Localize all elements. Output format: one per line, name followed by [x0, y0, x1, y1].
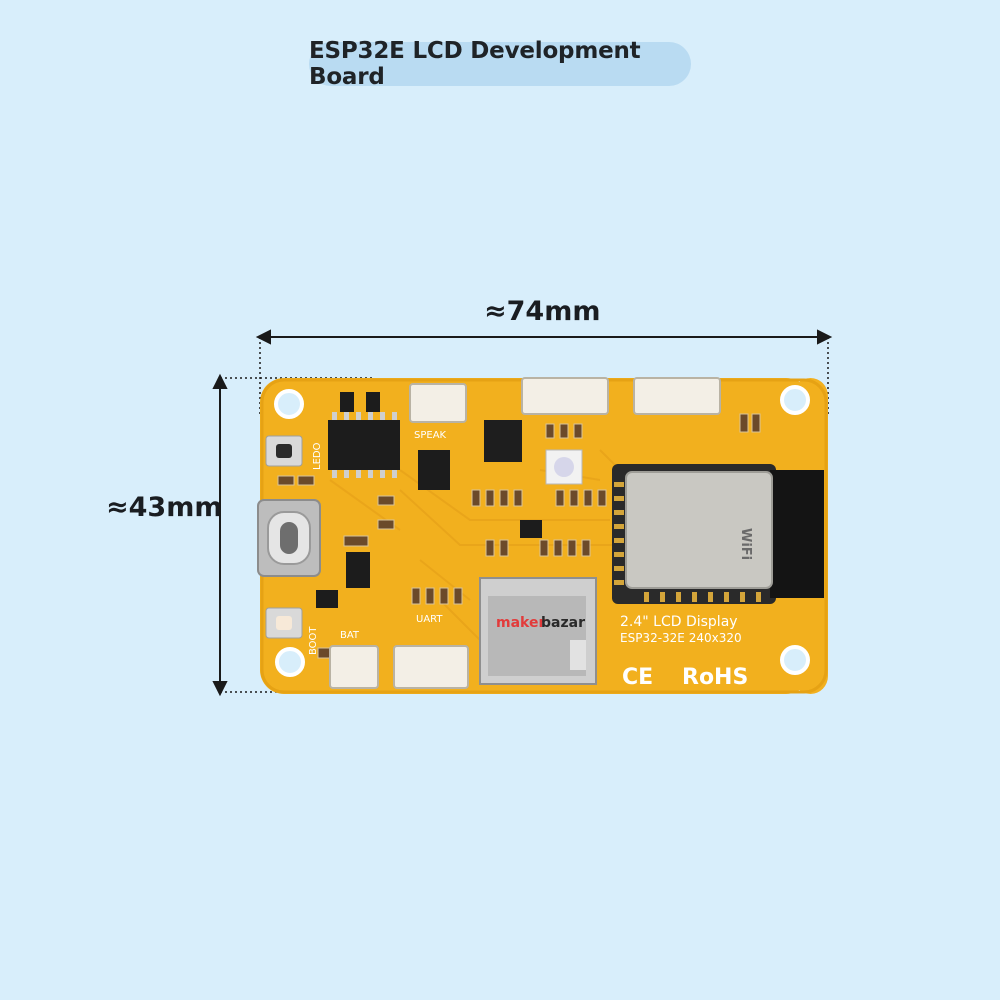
mounting-holes — [274, 385, 810, 677]
boot-button — [265, 607, 303, 639]
silk-model: ESP32-32E 240x320 — [620, 631, 742, 645]
esp32-module: WiFi — [612, 464, 824, 604]
wifi-mark: WiFi — [738, 528, 753, 560]
silk-speaker: SPEAK — [414, 430, 447, 441]
rgb-led — [545, 449, 583, 485]
ce-mark: CE — [622, 665, 653, 690]
usb-c-connector — [257, 499, 321, 577]
width-dimension-label: ≈74mm — [484, 296, 601, 327]
silk-led: LEDO — [312, 442, 323, 470]
reset-button — [265, 435, 303, 467]
logo-maker: maker — [496, 615, 545, 631]
silk-display: 2.4" LCD Display — [620, 614, 738, 630]
silk-uart: UART — [416, 614, 443, 625]
logo-bazar: bazar — [541, 615, 585, 631]
integrated-circuits — [316, 392, 542, 608]
silk-boot: BOOT — [308, 626, 319, 655]
silk-bat: BAT — [340, 630, 360, 641]
page-title: ESP32E LCD Development Board — [309, 38, 691, 90]
rohs-mark: RoHS — [682, 665, 748, 690]
microsd-slot — [479, 577, 597, 685]
height-dimension-label: ≈43mm — [106, 492, 223, 523]
jst-connectors — [329, 377, 721, 689]
smd-components — [277, 413, 761, 659]
makerbazar-logo: maker bazar — [496, 615, 585, 631]
